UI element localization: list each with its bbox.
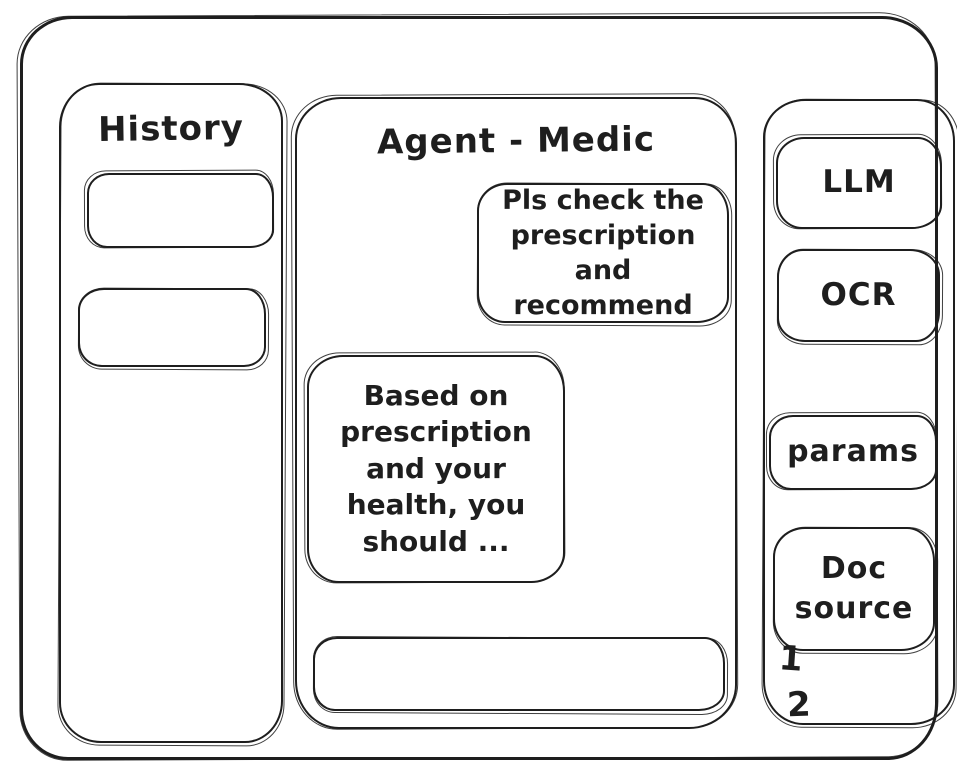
composer <box>313 637 725 711</box>
chat-panel: Agent - Medic Pls check the prescription… <box>295 97 737 729</box>
app-window: History Agent - Medic Pls check the pres… <box>20 16 955 760</box>
message-input[interactable] <box>315 639 723 709</box>
history-item[interactable] <box>78 288 266 367</box>
ocr-button[interactable]: OCR <box>777 249 940 342</box>
agent-message-bubble: Based on prescription and your health, y… <box>307 355 565 583</box>
tools-panel: LLM OCR params Doc source 1 2 <box>763 99 955 725</box>
doc-source-item[interactable]: 2 <box>786 684 812 726</box>
llm-button[interactable]: LLM <box>776 137 942 229</box>
doc-source-item[interactable]: 1 <box>777 638 805 680</box>
chat-title: Agent - Medic <box>376 119 656 163</box>
history-title: History <box>97 107 245 151</box>
history-panel: History <box>59 83 283 743</box>
params-button[interactable]: params <box>769 415 937 490</box>
user-message-bubble: Pls check the prescription and recommend <box>477 183 729 323</box>
history-item[interactable] <box>87 173 274 248</box>
doc-source-button[interactable]: Doc source <box>773 527 935 651</box>
